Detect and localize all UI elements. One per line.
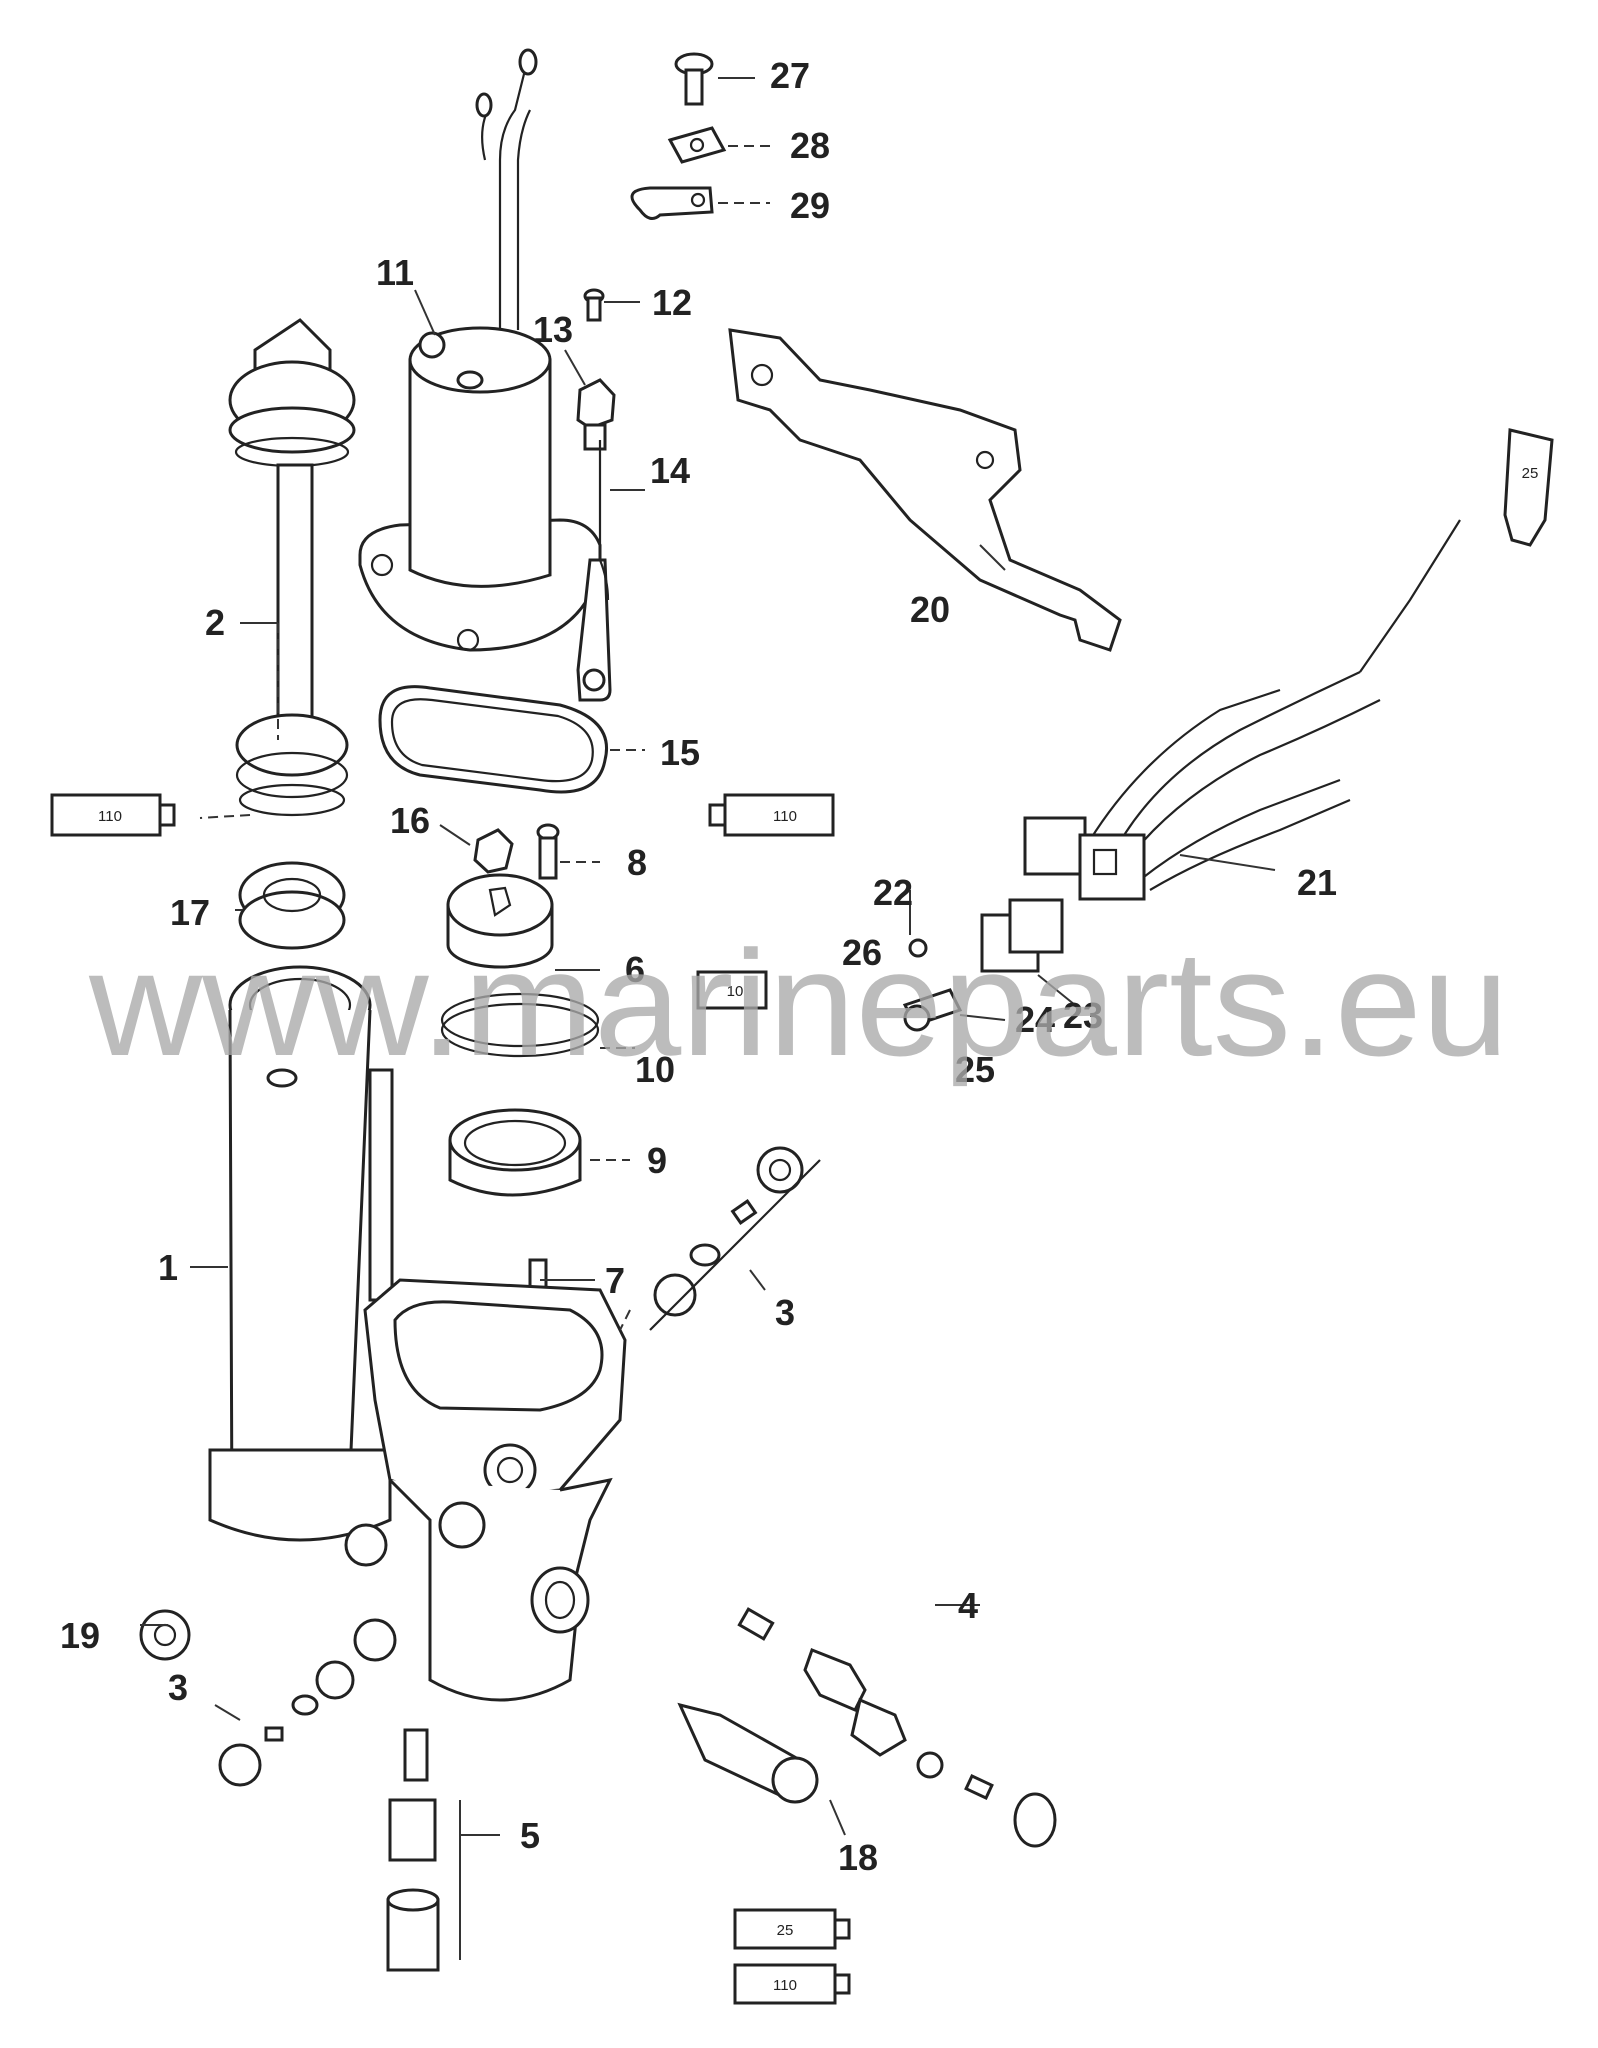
callout-22: 22 [873, 872, 913, 913]
callout-10: 10 [635, 1049, 675, 1090]
callout-5: 5 [520, 1815, 540, 1856]
grease-tube-25-top: 25 [1522, 465, 1539, 482]
callout-4: 4 [958, 1585, 978, 1626]
part-clamp-29 [630, 186, 714, 221]
callout-27: 27 [770, 55, 810, 96]
callout-29: 29 [790, 185, 830, 226]
grease-tube-25-top-label: 25 [1522, 465, 1539, 482]
part-wire-14 [598, 440, 610, 601]
part-check-valve-3-top [649, 1146, 821, 1331]
grease-tube-110-left: 110 [50, 793, 176, 837]
callout-28: 28 [790, 125, 830, 166]
part-nut-22 [908, 938, 928, 958]
callout-14: 14 [650, 450, 690, 491]
part-valve-stack-5 [386, 1728, 440, 1972]
part-seal-17 [238, 861, 346, 950]
grease-tube-110-left-label: 110 [98, 808, 122, 825]
callout-23: 23 [1063, 995, 1103, 1036]
callout-18: 18 [838, 1837, 878, 1878]
grease-tube-110-right-label: 110 [773, 808, 797, 825]
callout-20: 20 [910, 589, 950, 630]
part-screw-27 [674, 52, 714, 106]
part-pump-housing [344, 1278, 627, 1702]
grease-tube-10: 10 [696, 970, 768, 1010]
callout-3-bottom: 3 [168, 1667, 188, 1708]
grease-tube-110-bottom: 110 [733, 1963, 851, 2005]
part-valve-18 [677, 1702, 819, 1804]
part-check-valve-3-bottom [218, 1618, 397, 1787]
callout-3-top: 3 [775, 1292, 795, 1333]
callout-15: 15 [660, 732, 700, 773]
leader-lines [140, 77, 1276, 1960]
part-tube-25-top [1503, 428, 1554, 547]
part-ring-9 [448, 1108, 582, 1197]
callout-16: 16 [390, 800, 430, 841]
callout-17: 17 [170, 892, 210, 933]
callout-25: 25 [955, 1049, 995, 1090]
callout-7: 7 [605, 1260, 625, 1301]
parts-drawing [139, 48, 1554, 1972]
part-relay-23 [980, 898, 1064, 973]
grease-tube-10-label: 10 [727, 983, 744, 1000]
part-cylinder-1 [208, 965, 394, 1542]
grease-tube-25-bottom: 25 [733, 1908, 851, 1950]
part-bracket-20 [728, 328, 1122, 652]
part-terminal-24 [902, 988, 963, 1032]
callout-19: 19 [60, 1615, 100, 1656]
grease-tube-110-right: 110 [708, 793, 835, 837]
part-harness-21 [1023, 519, 1461, 901]
part-clip-nut-28 [667, 126, 727, 164]
part-motor-11 [358, 48, 612, 702]
grease-tube-110-bottom-label: 110 [773, 1977, 797, 1994]
part-fitting-19 [139, 1609, 191, 1661]
part-spring-8 [536, 823, 560, 880]
callout-2: 2 [205, 602, 225, 643]
callout-21: 21 [1297, 862, 1337, 903]
callout-1: 1 [158, 1247, 178, 1288]
watermark: www.marineparts.eu [88, 919, 1509, 1087]
part-screw-12 [583, 288, 605, 322]
grease-tube-25-bottom-label: 25 [777, 1922, 794, 1939]
callout-13: 13 [533, 309, 573, 350]
part-ring-10 [440, 992, 600, 1058]
part-bracket-13 [576, 378, 616, 451]
part-piston-6 [446, 873, 554, 969]
part-valve-assembly-4 [737, 1607, 1057, 1848]
callout-8: 8 [627, 842, 647, 883]
callout-labels: 1 2 3 3 4 5 6 7 8 9 10 11 12 13 14 15 16… [60, 55, 1337, 1878]
callout-26: 26 [842, 932, 882, 973]
callout-11: 11 [376, 252, 414, 293]
callout-12: 12 [652, 282, 692, 323]
part-gasket-15 [378, 685, 608, 794]
callout-6: 6 [625, 949, 645, 990]
callout-24: 24 [1015, 999, 1055, 1040]
part-valve-16 [473, 828, 514, 874]
callout-9: 9 [647, 1140, 667, 1181]
grease-tubes: 110 110 10 25 25 110 [50, 465, 1539, 2005]
part-reservoir-2 [228, 318, 356, 817]
